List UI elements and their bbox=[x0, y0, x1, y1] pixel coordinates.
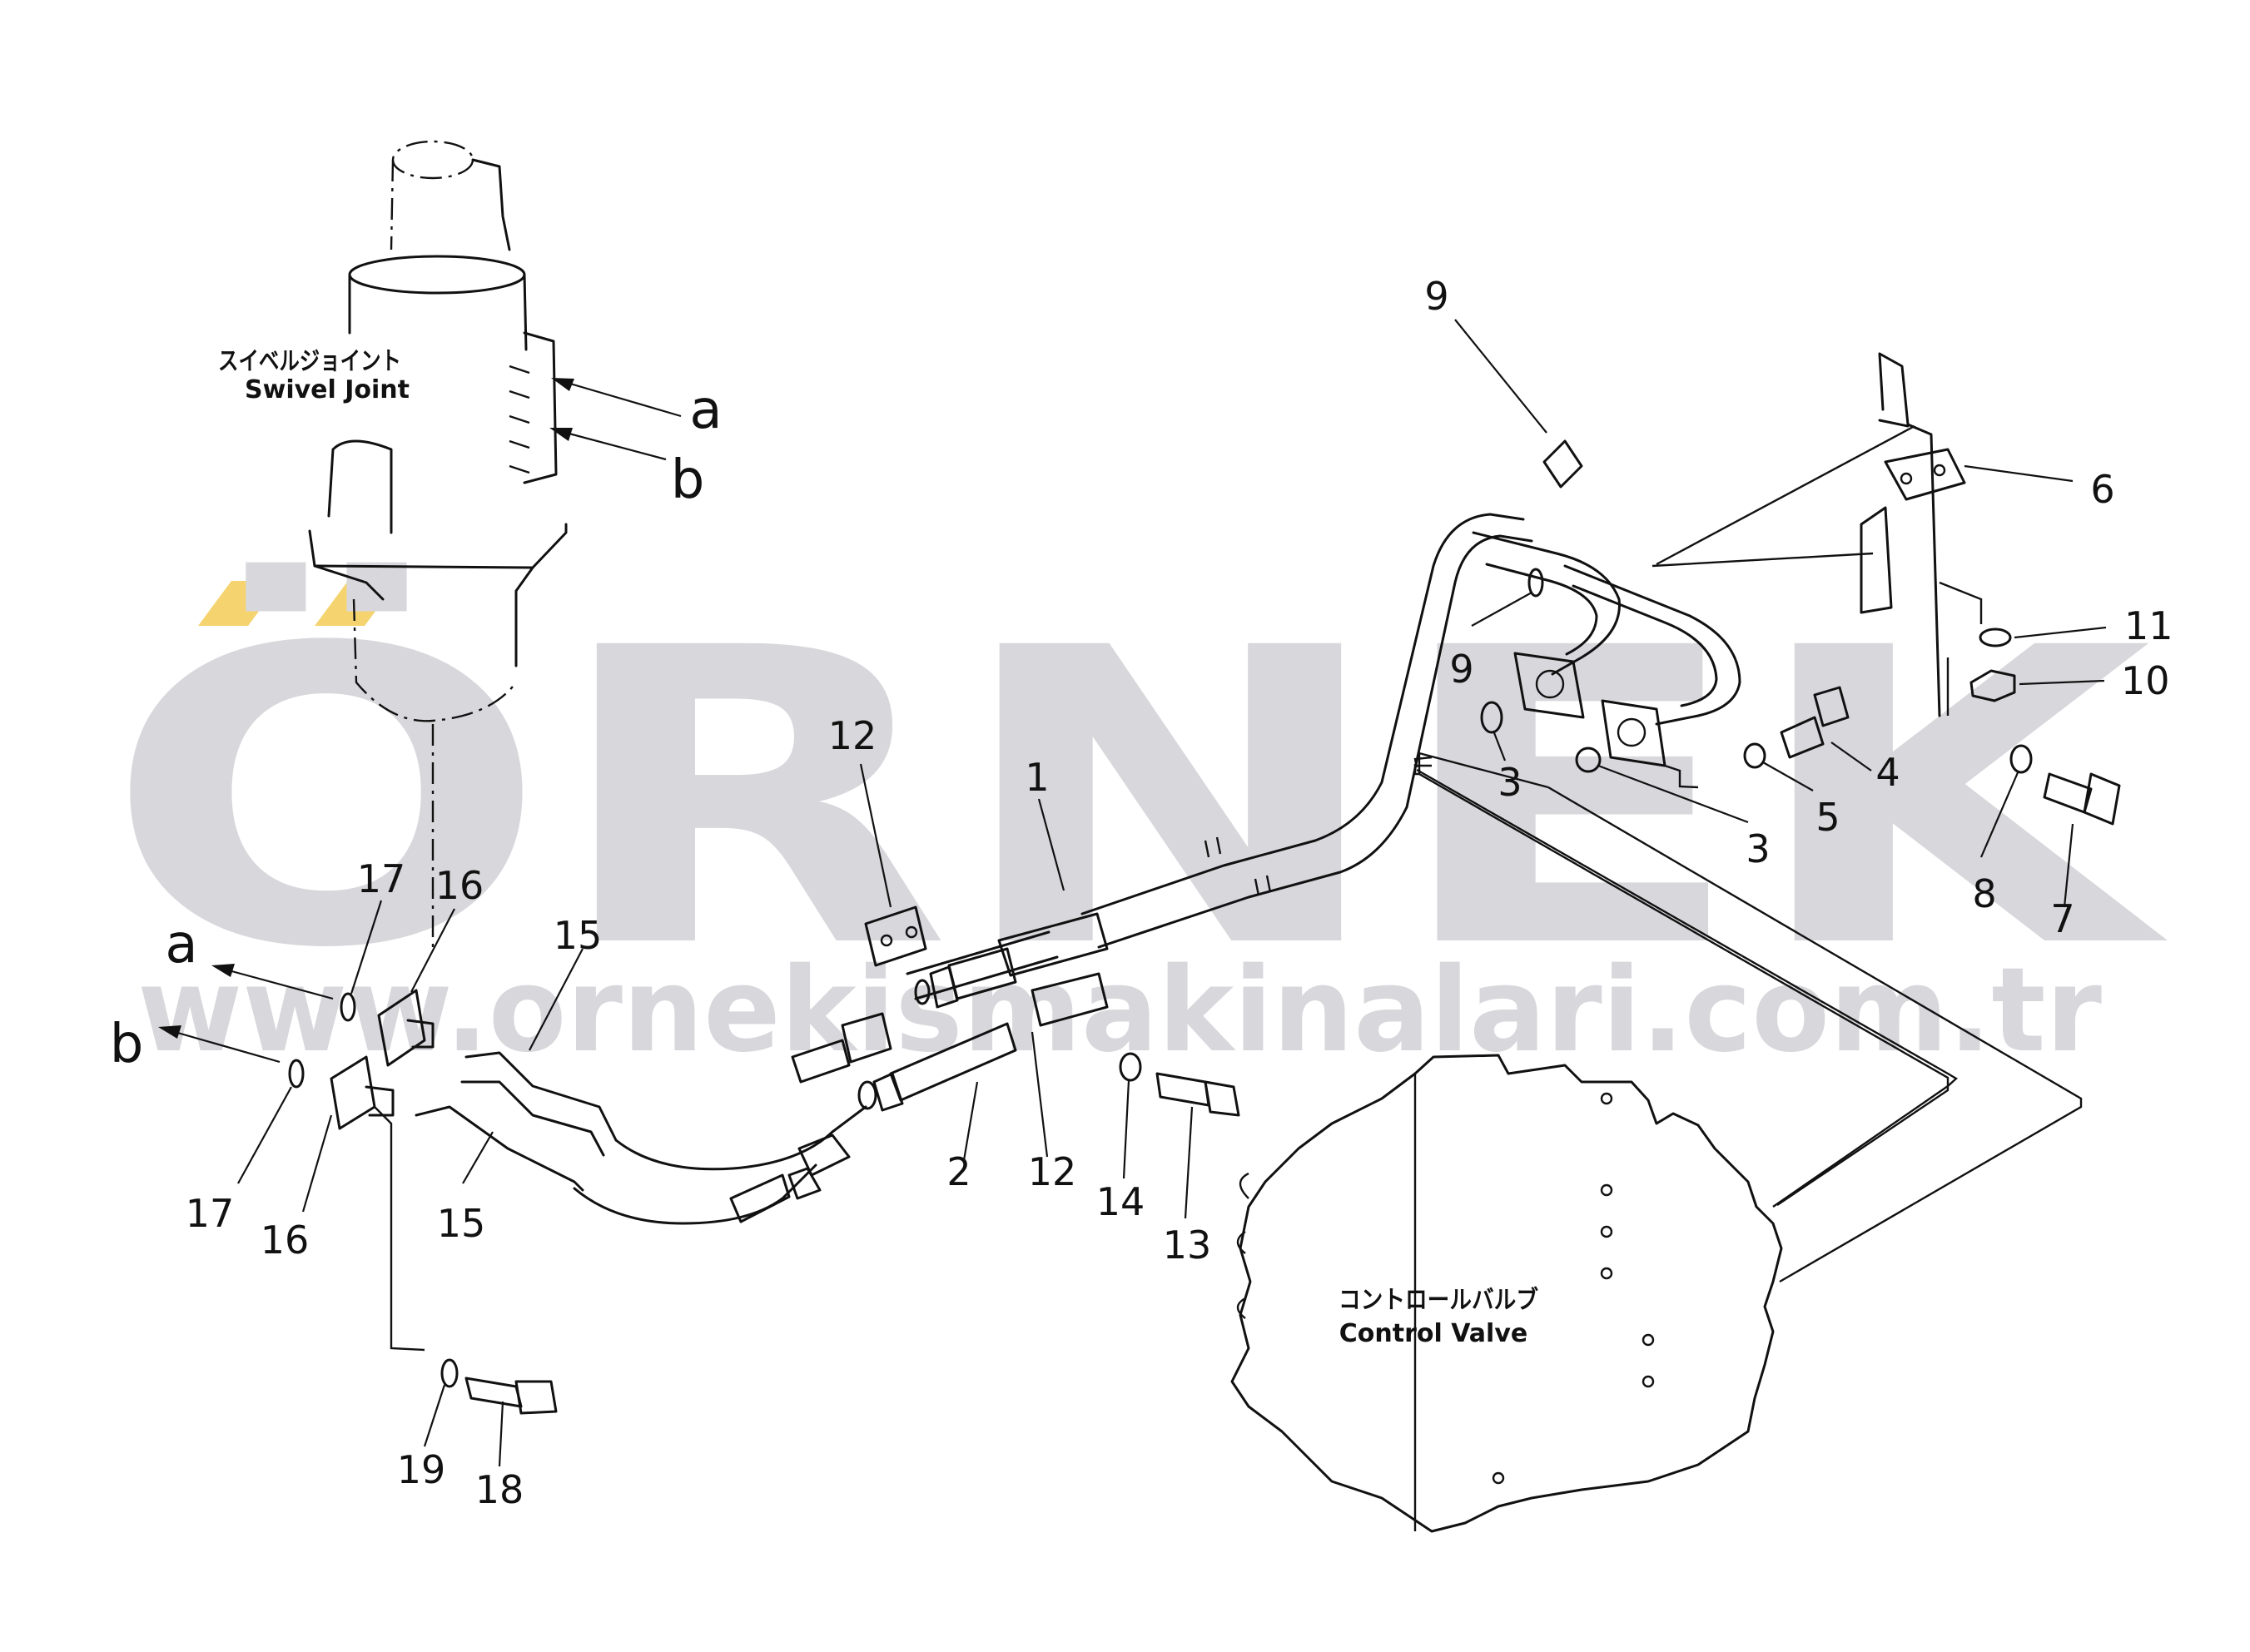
callout-4: 4 bbox=[1875, 750, 1900, 795]
washer-19 bbox=[440, 1358, 459, 1388]
washer-11 bbox=[1979, 628, 2012, 647]
nut-10 bbox=[1969, 669, 2016, 702]
callout-12-top: 12 bbox=[828, 713, 877, 758]
watermark-url: www.ornekismakinalari.com.tr bbox=[137, 943, 2102, 1079]
watermark: ÖRNEK www.ornekismakinalari.com.tr bbox=[104, 558, 2172, 1079]
part-callouts: 1 2 3 3 4 5 6 7 8 9 9 10 11 12 12 13 14 … bbox=[186, 274, 2173, 1512]
swivel-port-a-label: a bbox=[689, 380, 722, 441]
callout-11: 11 bbox=[2124, 603, 2173, 648]
washer-8 bbox=[2009, 744, 2033, 774]
watermark-brand: ÖRNEK bbox=[104, 558, 2172, 1037]
hose-connection-b-label: b bbox=[110, 1014, 144, 1075]
swivel-joint-label-jp: スイベルジョイント bbox=[218, 347, 401, 376]
callout-17-bottom: 17 bbox=[186, 1191, 235, 1236]
swivel-joint-label-en: Swivel Joint bbox=[245, 375, 410, 404]
elbow-9-top bbox=[1542, 439, 1583, 489]
washer-5 bbox=[1743, 742, 1766, 769]
control-valve-label-en: Control Valve bbox=[1339, 1319, 1527, 1348]
callout-17-top: 17 bbox=[357, 856, 406, 901]
callout-7: 7 bbox=[2050, 896, 2074, 941]
swivel-port-arrows: a b bbox=[549, 378, 723, 511]
callout-16-bottom: 16 bbox=[261, 1218, 310, 1263]
bolt-4 bbox=[1780, 716, 1825, 759]
callout-19: 19 bbox=[397, 1447, 446, 1492]
elbow-9-bottom bbox=[1527, 568, 1544, 598]
callout-10: 10 bbox=[2121, 658, 2170, 703]
control-valve-label-jp: コントロールバルブ bbox=[1339, 1286, 1538, 1315]
callout-13: 13 bbox=[1163, 1223, 1212, 1268]
callout-3-right: 3 bbox=[1746, 826, 1770, 871]
hose-connection-arrows: a b bbox=[110, 914, 334, 1075]
o-ring-17-bottom bbox=[288, 1059, 305, 1089]
swivel-joint: スイベルジョイント Swivel Joint bbox=[218, 140, 568, 949]
callout-8: 8 bbox=[1972, 871, 1996, 916]
hose-connection-a-label: a bbox=[165, 914, 197, 975]
callout-15-bottom: 15 bbox=[437, 1201, 486, 1246]
callout-9-bottom: 9 bbox=[1449, 647, 1473, 692]
callout-9-top: 9 bbox=[1424, 274, 1448, 319]
o-ring-17-top bbox=[340, 992, 356, 1022]
tube-assembly bbox=[288, 352, 2121, 1415]
clamp-12-top bbox=[864, 905, 927, 967]
watermark-accent-left bbox=[198, 581, 281, 626]
callout-12-bottom: 12 bbox=[1028, 1149, 1077, 1194]
callout-6: 6 bbox=[2090, 467, 2114, 512]
leader-lines bbox=[237, 319, 2107, 1467]
o-ring-3-left bbox=[1480, 701, 1503, 734]
callout-14: 14 bbox=[1096, 1179, 1145, 1224]
callout-18: 18 bbox=[475, 1467, 524, 1512]
callout-3-left: 3 bbox=[1498, 760, 1522, 805]
callout-5: 5 bbox=[1815, 795, 1840, 840]
swivel-port-b-label: b bbox=[671, 449, 705, 511]
washer-14 bbox=[1119, 1052, 1142, 1082]
callout-16-top: 16 bbox=[435, 863, 484, 908]
o-ring-3-right bbox=[1575, 747, 1602, 773]
control-valve: コントロールバルブ Control Valve bbox=[1230, 1054, 1783, 1533]
callout-15-top: 15 bbox=[554, 913, 603, 958]
callout-2: 2 bbox=[946, 1149, 971, 1194]
callout-1: 1 bbox=[1025, 755, 1049, 800]
